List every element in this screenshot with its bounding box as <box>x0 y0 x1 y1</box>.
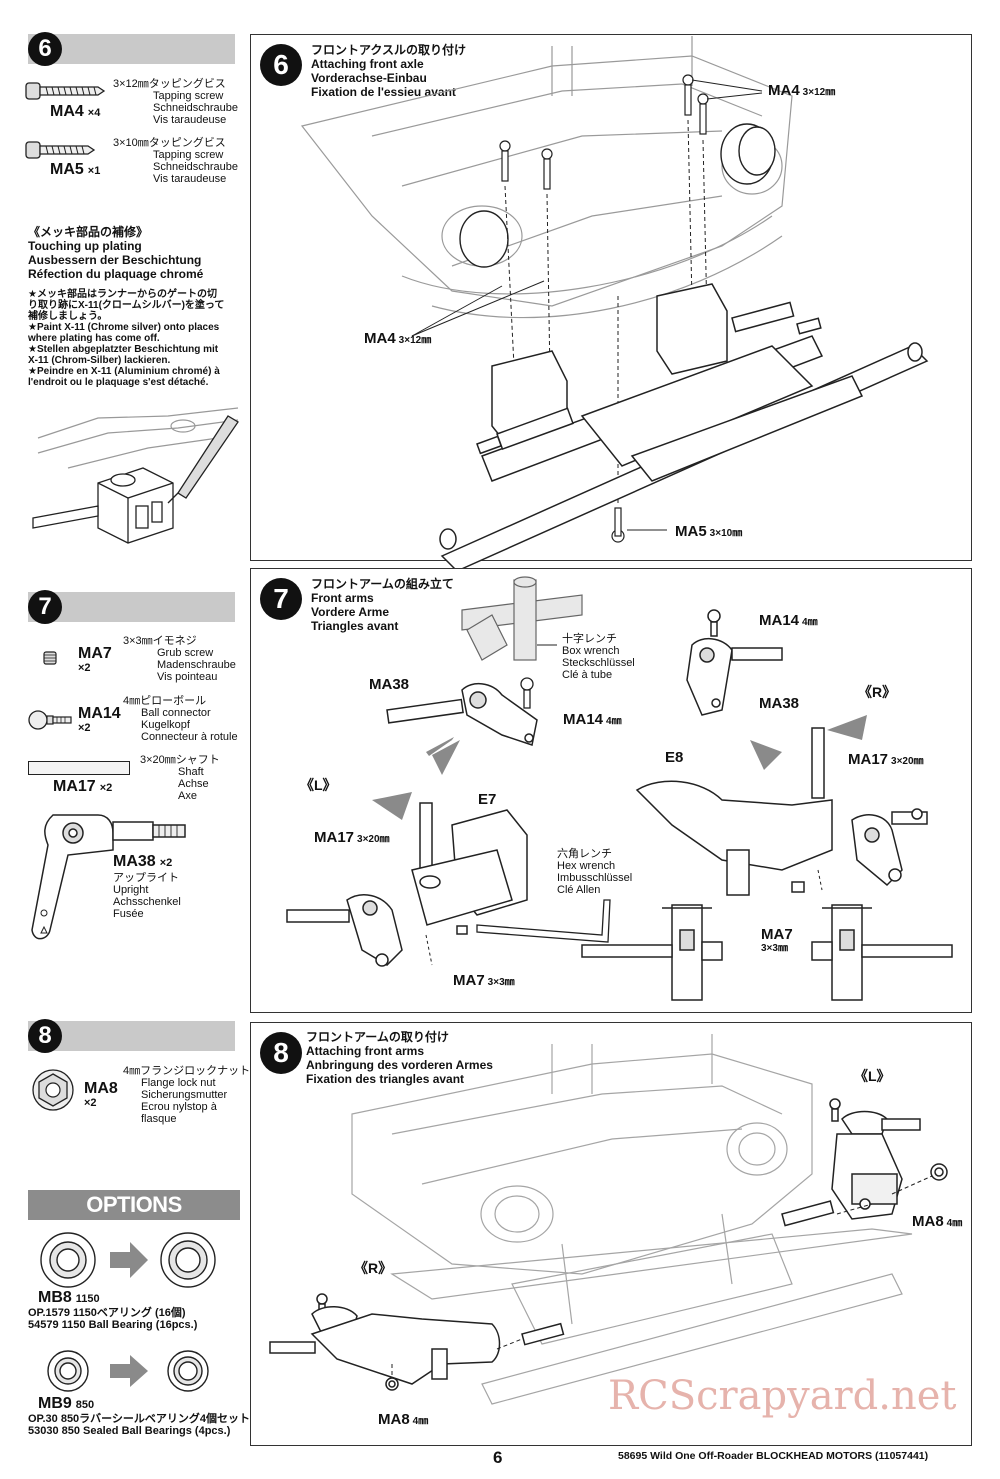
tapping-screw-10-icon <box>25 141 96 159</box>
shaft-icon <box>28 761 130 775</box>
step8-number: 8 <box>28 1019 62 1053</box>
step6-number: 6 <box>28 32 62 66</box>
watermark-text: RCScrapyard.net <box>608 1373 957 1419</box>
bearing-1150-swap-illustration <box>40 1232 216 1288</box>
ma17-part-desc: 3×20㎜シャフト Shaft Achse Axe <box>140 754 220 802</box>
front-axle-diagram <box>300 36 929 572</box>
option-mb9-desc: OP.30 850ラバーシールベアリング4個セット 53030 850 Seal… <box>28 1413 250 1437</box>
step7-right-tag: 《R》 <box>858 684 897 700</box>
step8-panel-title: フロントアームの取り付け Attaching front arms Anbrin… <box>306 1030 493 1086</box>
ma38-part-code: MA38×2 <box>113 853 173 870</box>
ma17-part-code: MA17×2 <box>53 778 113 795</box>
step8-right-tag: 《R》 <box>354 1260 393 1276</box>
hex-wrench-label: 六角レンチ Hex wrench Imbusschlüssel Clé Alle… <box>557 848 633 896</box>
ma8-part-code: MA8×2 <box>84 1080 118 1110</box>
callout-e8: E8 <box>665 749 684 766</box>
plating-note-title: 《メッキ部品の補修》 Touching up plating Ausbesser… <box>28 225 204 281</box>
ma7-part-desc: 3×3㎜イモネジ Grub screw Madenschraube Vis po… <box>123 635 236 683</box>
tapping-screw-12-icon <box>25 82 106 100</box>
ma4-part-code: MA4×4 <box>50 103 101 120</box>
step6-panel-number: 6 <box>260 44 302 86</box>
step6-header-bar <box>28 34 235 64</box>
callout-e7: E7 <box>478 791 497 808</box>
step6-panel <box>250 34 972 561</box>
flange-lock-nut-icon <box>32 1069 74 1111</box>
ma5-part-desc: 3×10㎜タッピングビス Tapping screw Schneidschrau… <box>113 137 239 185</box>
ma5-part-code: MA5×1 <box>50 161 101 178</box>
step7-header-bar <box>28 592 235 622</box>
callout-ma38-left: MA38 <box>369 676 410 693</box>
attach-front-arms-diagram <box>269 1034 948 1405</box>
plating-touchup-illustration <box>32 407 239 544</box>
ma4-part-desc: 3×12㎜タッピングビス Tapping screw Schneidschrau… <box>113 78 239 126</box>
step7-number: 7 <box>28 590 62 624</box>
plating-note-body: ★メッキ部品はランナーからのゲートの切 り取り跡にX-11(クロームシルバー)を… <box>28 289 225 388</box>
page-number: 6 <box>493 1448 503 1467</box>
footer-product: 58695 Wild One Off-Roader BLOCKHEAD MOTO… <box>618 1450 929 1462</box>
step6-panel-title: フロントアクスルの取り付け Attaching front axle Vorde… <box>311 43 467 99</box>
callout-ma38-right: MA38 <box>759 695 800 712</box>
options-header: OPTIONS <box>28 1190 240 1220</box>
upright-icon <box>31 814 186 940</box>
box-wrench-label: 十字レンチ Box wrench Steckschlüssel Clé à tu… <box>562 633 635 681</box>
ma14-part-code: MA14×2 <box>78 705 121 735</box>
ball-connector-icon <box>28 710 72 730</box>
step8-header-bar <box>28 1021 235 1051</box>
front-arms-diagram <box>286 576 953 1001</box>
step7-panel-title: フロントアームの組み立て Front arms Vordere Arme Tri… <box>311 577 454 633</box>
step8-left-tag: 《L》 <box>854 1068 891 1084</box>
step8-panel-number: 8 <box>260 1032 302 1074</box>
option-mb8-desc: OP.1579 1150ベアリング (16個) 54579 1150 Ball … <box>28 1307 198 1331</box>
step8-panel <box>250 1022 972 1446</box>
ma38-part-desc: アップライト Upright Achsschenkel Fusée <box>113 872 181 920</box>
ma8-part-desc: 4㎜フランジロックナット Flange lock nut Sicherungsm… <box>123 1065 251 1125</box>
bearing-850-swap-illustration <box>47 1350 209 1392</box>
ma7-part-code: MA7×2 <box>78 645 112 675</box>
step7-left-tag: 《L》 <box>300 777 337 793</box>
step7-panel-number: 7 <box>260 578 302 620</box>
grub-screw-icon <box>43 651 57 665</box>
ma14-part-desc: 4㎜ピローボール Ball connector Kugelkopf Connec… <box>123 695 238 743</box>
